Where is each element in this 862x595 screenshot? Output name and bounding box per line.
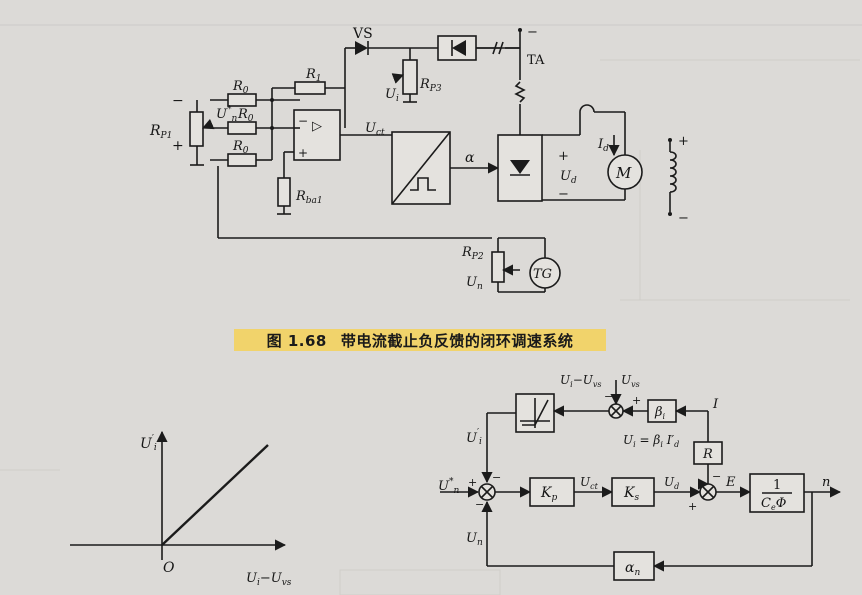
char-origin: O [163, 560, 175, 576]
bd-e: E [725, 475, 736, 490]
bd-n: n [822, 475, 830, 490]
label-rba1: Rba1 [295, 189, 323, 206]
bd-kp: Kp [540, 485, 557, 503]
bd-plus-ud: + [688, 500, 697, 513]
label-plus-rp1: + [172, 138, 184, 154]
opamp-symbol: ▷ [312, 119, 322, 134]
bd-plus-in: + [468, 476, 477, 489]
char-y-label: U′i [140, 434, 157, 453]
bd-alpha-n: αn [625, 560, 640, 578]
label-rp2: RP2 [461, 245, 484, 262]
label-un-circuit: Un [466, 275, 483, 292]
trigger-block [391, 131, 500, 205]
bd-un: Un [466, 531, 483, 548]
label-motor: M [615, 164, 632, 182]
bd-un-star: U*n [438, 477, 459, 496]
thyristor-converter: M [497, 104, 643, 202]
bd-ui-uvs: Ui−Uvs [560, 373, 601, 389]
bd-ks: Ks [623, 485, 639, 503]
label-minus-ud: − [558, 187, 569, 202]
rp1-potentiometer: − + [172, 93, 215, 166]
label-plus-field: + [678, 134, 689, 149]
bd-minus-un: − [475, 498, 484, 511]
figure-caption: 图 1.68 带电流截止负反馈的闭环调速系统 [234, 329, 606, 351]
caption-title: 带电流截止负反馈的闭环调速系统 [340, 331, 574, 350]
opamp-plus: + [298, 146, 308, 160]
bd-ui-eq: Ui = βi I′d [623, 433, 679, 449]
circuit-schematic: − + RP1 R0 R0 R0 R1 U*n [149, 25, 689, 293]
label-tg: TG [533, 267, 552, 282]
label-ui: Ui [385, 87, 399, 104]
input-resistor-network [210, 81, 346, 167]
label-minus-field: − [678, 211, 689, 226]
bd-one: 1 [773, 478, 781, 493]
bd-i: I [712, 397, 719, 412]
bd-plus-uvs: + [632, 394, 641, 407]
label-r0-mid: R0 [237, 107, 254, 124]
label-ta: TA [527, 53, 545, 68]
char-x-label: Ui−Uvs [246, 571, 292, 588]
opamp-minus: − [298, 114, 308, 128]
label-un-star-input: U*n [216, 105, 237, 124]
bd-minus-ui: − [492, 471, 501, 484]
field-winding [668, 138, 677, 216]
bd-minus-uvs: − [604, 390, 613, 403]
label-vs: VS [352, 26, 373, 42]
caption-number: 图 1.68 [266, 331, 327, 350]
label-alpha: α [465, 150, 475, 166]
opamp: ▷ − + [277, 109, 392, 215]
label-rp1: RP1 [149, 123, 172, 141]
bd-minus-r: − [712, 470, 721, 483]
bd-beta: βi [654, 405, 666, 421]
label-minus-rp1: − [172, 93, 184, 109]
bd-r: R [702, 447, 713, 462]
bd-ce-phi: CeΦ [761, 496, 787, 512]
label-uct: Uct [365, 121, 385, 138]
label-r1: R1 [305, 67, 322, 84]
label-rp3: RP3 [419, 77, 442, 94]
current-transformer-rectifier [437, 28, 526, 135]
label-id: Id [597, 137, 609, 154]
bd-uct: Uct [580, 475, 599, 491]
label-minus-ta: − [527, 25, 538, 40]
background-bleed [0, 24, 862, 595]
bd-ui-prime: U′i [466, 428, 482, 447]
label-r0-bottom: R0 [232, 139, 249, 156]
bd-ud: Ud [664, 475, 679, 491]
bd-uvs: Uvs [621, 373, 640, 389]
tacho-feedback: TG [217, 166, 561, 293]
block-diagram [440, 380, 842, 581]
label-r0-top: R0 [232, 79, 249, 96]
label-plus-ud: + [558, 149, 569, 164]
limiter-characteristic [70, 430, 287, 560]
label-ud: Ud [560, 169, 577, 186]
